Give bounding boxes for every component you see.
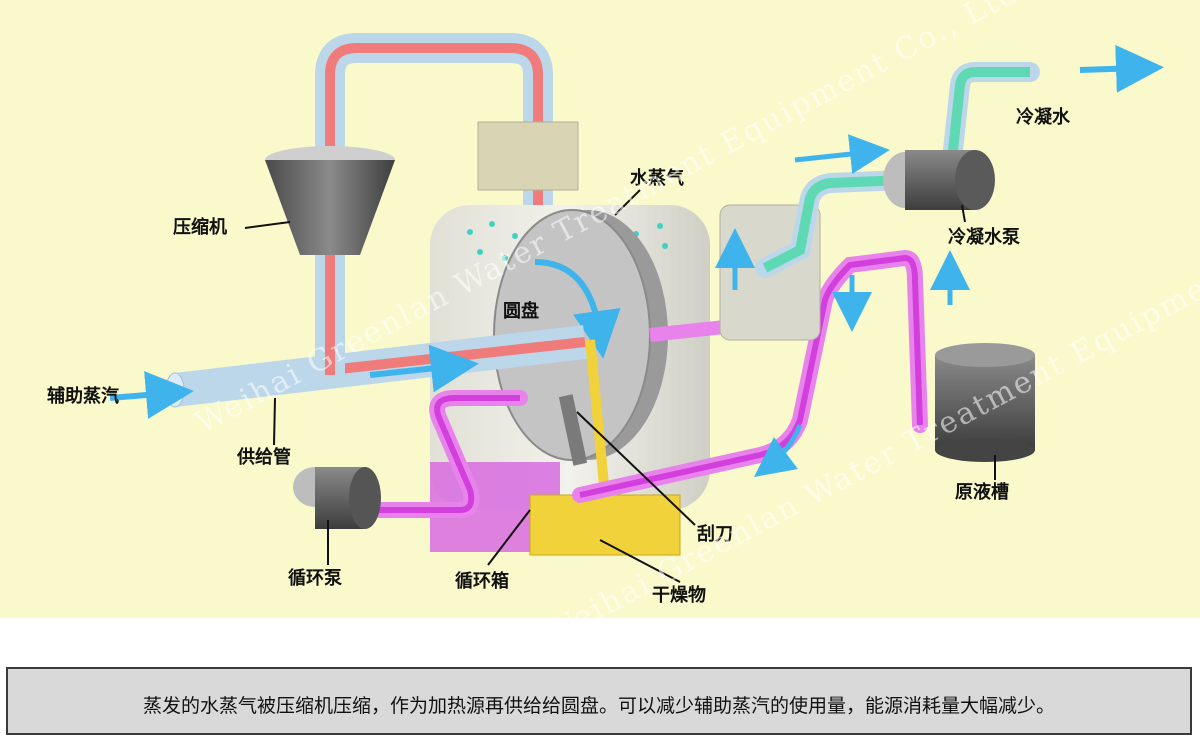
- label-aux-steam: 辅助蒸汽: [47, 386, 119, 407]
- leader-lines: [244, 189, 996, 583]
- condensate-out-arrow: [1079, 44, 1164, 93]
- label-disc: 圆盘: [503, 301, 539, 322]
- label-steam: 水蒸气: [630, 168, 684, 189]
- compressor-loop-steam: [325, 43, 543, 225]
- valve-block: [477, 121, 579, 191]
- aux-steam-arrow: [109, 371, 194, 419]
- supply-flow-arrow: [369, 344, 479, 393]
- scraper: [558, 394, 588, 466]
- label-circulation-pump: 循环泵: [288, 568, 342, 589]
- condensate-pump-face: [955, 150, 995, 210]
- label-circulation-tank: 循环箱: [455, 571, 509, 592]
- condensate-pipe-core: [762, 67, 1030, 273]
- process-diagram: [109, 33, 1164, 583]
- caption-text: 蒸发的水蒸气被压缩机压缩，作为加热源再供给给圆盘。可以减少辅助蒸汽的使用量，能源…: [142, 695, 1055, 717]
- diagram-area: 压缩机 水蒸气 冷凝水 冷凝水泵 圆盘 辅助蒸汽 供给管 原液槽 刮刀 循环泵 …: [0, 0, 1200, 618]
- circulation-return-arrow: [754, 424, 803, 478]
- dried-product-stream: [585, 339, 610, 496]
- caption-box: 蒸发的水蒸气被压缩机压缩，作为加热源再供给给圆盘。可以减少辅助蒸汽的使用量，能源…: [6, 667, 1192, 735]
- dried-product-tray: [529, 494, 681, 556]
- label-condensate-pump: 冷凝水泵: [948, 227, 1020, 248]
- label-scraper: 刮刀: [697, 524, 733, 545]
- disc-rotation-arrow: [534, 259, 621, 359]
- raw-liquid-tank: [935, 355, 1035, 450]
- circulation-pump-face: [349, 467, 381, 529]
- compressor: [265, 160, 395, 255]
- condensate-flow-arrow: [794, 134, 890, 175]
- raw-liquid-tank-bottom: [935, 438, 1035, 462]
- label-raw-tank: 原液槽: [955, 482, 1009, 503]
- label-supply-pipe: 供给管: [237, 447, 291, 468]
- supply-pipe-inlet: [165, 372, 185, 408]
- raw-liquid-tank-top: [935, 343, 1035, 367]
- label-condensate: 冷凝水: [1016, 107, 1070, 128]
- label-compressor: 压缩机: [173, 217, 227, 238]
- label-dried-product: 干燥物: [652, 585, 706, 606]
